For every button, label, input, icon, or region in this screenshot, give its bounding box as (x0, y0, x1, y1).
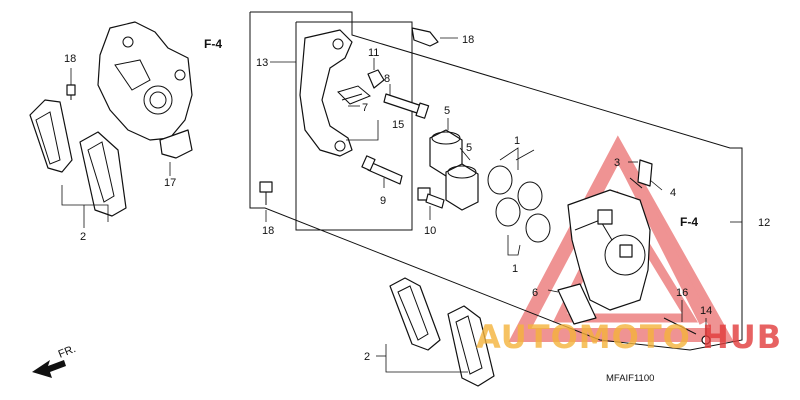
label-16: 16 (676, 287, 688, 299)
watermark-text-right: HUB (702, 318, 782, 356)
label-8: 8 (384, 73, 390, 85)
label-18-b: 18 (262, 225, 274, 237)
leader-lines (169, 58, 742, 336)
piston-5-lower (445, 163, 479, 211)
part-labels: 18 2 17 F-4 13 11 8 7 15 5 5 9 10 18 18 … (57, 34, 771, 384)
label-f4-b: F-4 (680, 215, 698, 229)
label-9: 9 (380, 195, 386, 207)
label-5-a: 5 (444, 105, 450, 117)
watermark: AUTOMOTO HUB (476, 318, 782, 356)
label-6: 6 (532, 287, 538, 299)
caliper-bracket-13 (299, 29, 353, 157)
brake-pads-2-left (29, 99, 127, 228)
bolt-10 (417, 187, 445, 209)
bleeder-valve-3 (629, 159, 653, 189)
pin-bolt-8 (383, 93, 430, 119)
front-direction-arrow-icon (32, 360, 66, 378)
assembly-frame (249, 11, 743, 351)
label-f4-a: F-4 (204, 37, 222, 51)
label-7: 7 (362, 102, 368, 114)
pad-spring-7 (337, 85, 371, 105)
label-14: 14 (700, 305, 712, 317)
caliper-body-12 (567, 189, 651, 311)
retainer-plate-6 (557, 283, 597, 325)
label-1-a: 1 (514, 135, 520, 147)
bolt-18-top (411, 27, 458, 47)
label-15: 15 (392, 119, 404, 131)
piston-seals-1 (487, 147, 551, 256)
boot-11 (367, 69, 385, 89)
label-2-b: 2 (364, 351, 370, 363)
watermark-text-left: AUTOMOTO (476, 318, 691, 356)
bolt-18-left (66, 68, 76, 100)
direction-label: FR. (57, 343, 78, 361)
label-3: 3 (614, 157, 620, 169)
label-12: 12 (758, 217, 770, 229)
label-1-b: 1 (512, 263, 518, 275)
bolt-18-bottom (259, 181, 273, 205)
pad-pin-16 (663, 317, 711, 345)
label-11: 11 (368, 47, 379, 59)
caliper-bracket-17 (97, 21, 193, 159)
boot-15 (346, 120, 379, 141)
label-13: 13 (256, 57, 268, 69)
brake-pads-2-bottom (376, 277, 495, 387)
label-18-c: 18 (462, 34, 474, 46)
label-2-a: 2 (80, 231, 86, 243)
label-18-a: 18 (64, 53, 76, 65)
label-4: 4 (670, 187, 676, 199)
pin-bolt-9 (361, 155, 403, 185)
diagram-code: MFAIF1100 (606, 373, 654, 384)
label-5-b: 5 (466, 142, 472, 154)
label-17: 17 (164, 177, 176, 189)
label-10: 10 (424, 225, 436, 237)
